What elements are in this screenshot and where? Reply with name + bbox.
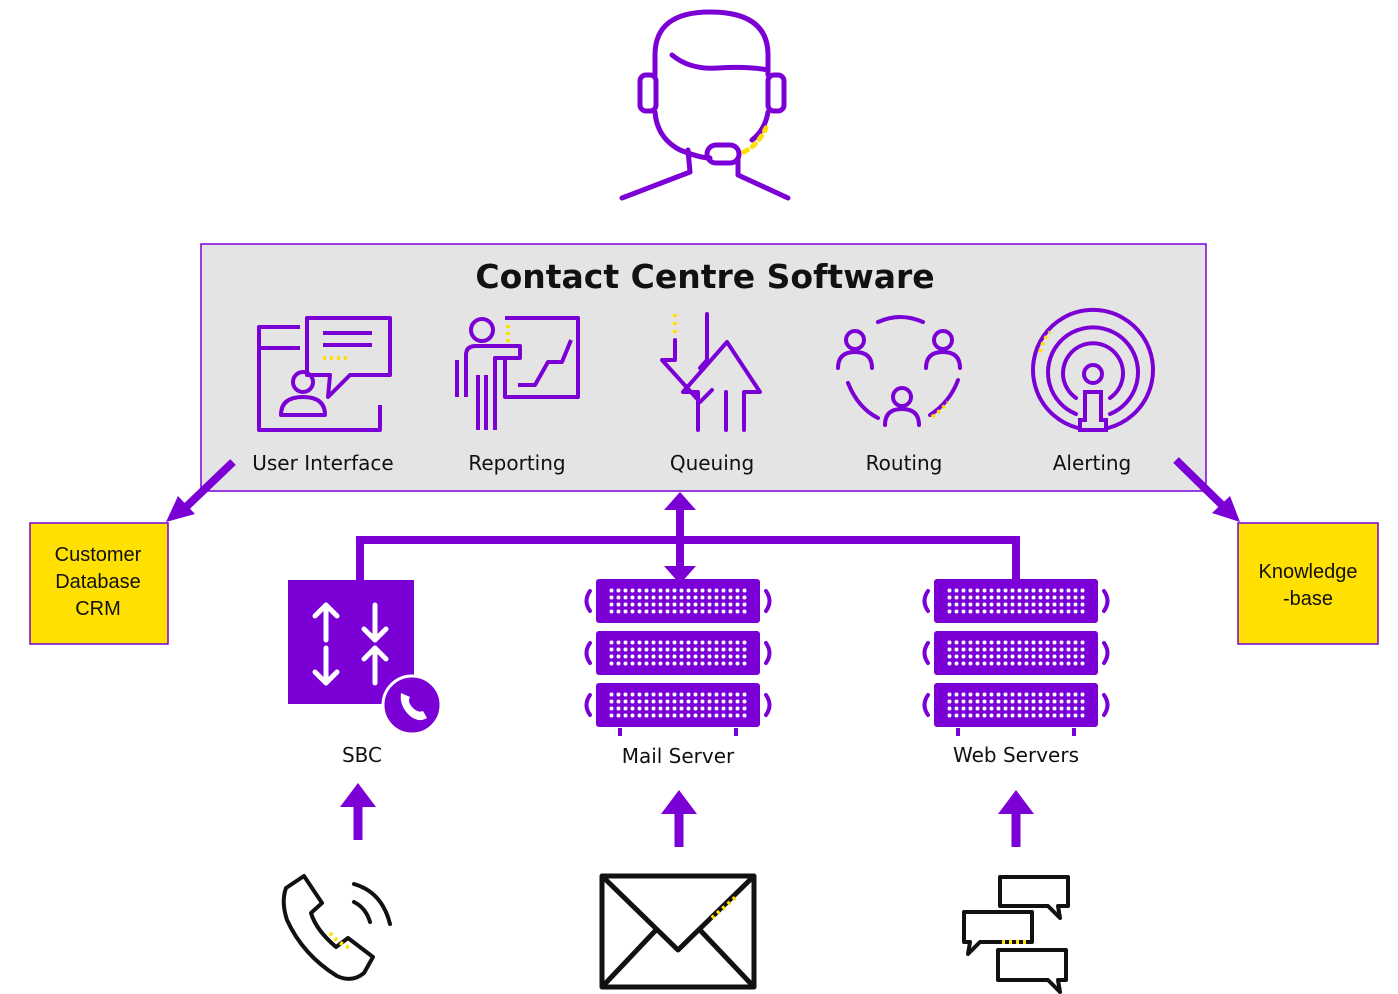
arrow-to-crm — [166, 459, 236, 522]
module-label-routing: Routing — [866, 451, 943, 475]
routing-icon — [836, 315, 962, 427]
envelope-icon — [599, 873, 757, 990]
knowledge-label-line1: Knowledge — [1259, 561, 1358, 583]
crm-label-line1: Customer — [55, 544, 142, 566]
server-label-mail: Mail Server — [622, 744, 735, 768]
arrow-chat-to-web-servers — [998, 790, 1034, 847]
alerting-icon — [1031, 307, 1155, 432]
bus-arrow-down — [664, 566, 696, 584]
sbc-icon — [288, 580, 443, 736]
alerting-accent — [1038, 330, 1052, 353]
arrow-email-to-mail-server — [661, 790, 697, 847]
web-servers-icon — [925, 579, 1108, 736]
reporting-icon — [455, 316, 580, 430]
envelope-accent — [710, 893, 740, 920]
module-label-user-interface: User Interface — [252, 451, 393, 475]
agent-headset-icon — [619, 9, 791, 201]
connector-bus — [356, 508, 1020, 582]
module-label-queuing: Queuing — [670, 451, 754, 475]
phone-accent — [328, 931, 351, 950]
knowledge-label-line2: -base — [1283, 588, 1333, 610]
crm-box — [29, 522, 169, 645]
arrow-to-knowledge-base — [1173, 457, 1240, 522]
server-label-sbc: SBC — [342, 743, 382, 767]
crm-label-line3: CRM — [75, 598, 121, 620]
module-label-reporting: Reporting — [468, 451, 565, 475]
knowledge-base-box — [1237, 522, 1379, 645]
arrow-phone-to-sbc — [340, 783, 376, 840]
mail-server-icon — [587, 579, 770, 736]
routing-accent — [930, 400, 950, 419]
phone-icon — [281, 874, 392, 981]
headset-mic-accent — [741, 125, 769, 155]
queuing-icon — [660, 312, 762, 432]
bus-arrow-up — [664, 492, 696, 510]
crm-label-line2: Database — [55, 571, 141, 593]
module-label-alerting: Alerting — [1053, 451, 1132, 475]
software-title: Contact Centre Software — [475, 257, 934, 296]
user-interface-icon — [257, 316, 392, 432]
chat-icon — [962, 875, 1070, 994]
server-label-web: Web Servers — [953, 743, 1079, 767]
